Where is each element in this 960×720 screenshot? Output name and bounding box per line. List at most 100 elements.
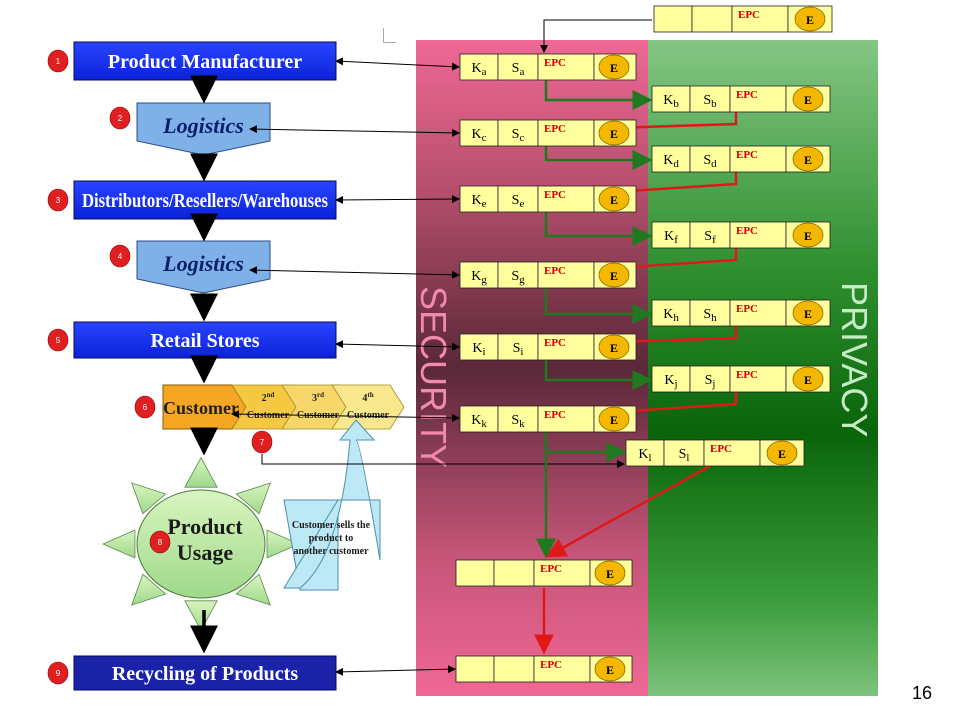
privacy-to-security-link-6 — [545, 464, 711, 558]
tag-state: Se — [512, 193, 525, 210]
placeholder-corner-mark — [383, 28, 396, 43]
step-number-badge-8: 8 — [149, 530, 171, 554]
stage-box-9: Recycling of Products — [73, 655, 337, 691]
tag-epc-cell — [533, 559, 591, 587]
tag-epc-cell — [729, 85, 787, 113]
step-badge-circle — [149, 530, 171, 554]
privacy-label: PRIVACY — [834, 282, 875, 437]
step-number: 1 — [56, 57, 61, 66]
stage-tag-link-3 — [335, 195, 460, 204]
tag-key-cell — [625, 439, 665, 467]
stage-tag-link-2 — [249, 125, 460, 137]
tag-epc-label: EPC — [736, 225, 758, 237]
customer-label: Customer — [163, 398, 239, 418]
customer-word: Customer — [247, 410, 290, 421]
tag-epc-label: EPC — [540, 659, 562, 671]
tag-key-cell — [459, 405, 499, 433]
tag-key: Kd — [663, 153, 679, 170]
tag-key-cell — [459, 119, 499, 147]
step-number: 3 — [56, 196, 61, 205]
tag-e-letter: E — [610, 127, 618, 141]
stage-box-5: Retail Stores — [73, 321, 337, 359]
tag-e-badge — [792, 86, 824, 112]
stage-logistics-2: Logistics — [136, 102, 271, 156]
step-badge-circle — [109, 244, 131, 268]
tag-e-badge — [792, 222, 824, 248]
tag-epc-label: EPC — [736, 369, 758, 381]
tag-key: Kg — [471, 269, 487, 286]
tag-key: Kc — [471, 127, 486, 144]
tag-epc-label: EPC — [736, 89, 758, 101]
product-usage-line-1: Product — [167, 514, 243, 539]
tag-e-letter: E — [778, 447, 786, 461]
tag-epc-cell — [537, 405, 595, 433]
product-usage-line-2: Usage — [177, 540, 233, 565]
privacy-origin-link — [540, 19, 652, 53]
stage-label: Retail Stores — [150, 330, 259, 352]
tag-state: Sf — [704, 229, 716, 246]
stage-tag-link-6 — [231, 410, 460, 422]
tag-state-cell — [689, 85, 731, 113]
tag-key: Kl — [638, 447, 651, 464]
tag-state: Sj — [705, 373, 716, 390]
step-number-badge-7: 7 — [251, 430, 273, 454]
sun-ray — [101, 529, 136, 559]
tag-epc-label: EPC — [736, 149, 758, 161]
tag-epc-label: EPC — [544, 189, 566, 201]
tag-state: Sd — [703, 153, 717, 170]
tag-epc-cell — [729, 299, 787, 327]
tag-e-letter: E — [610, 413, 618, 427]
tag-key-cell — [653, 5, 693, 33]
step-badge-circle — [134, 395, 156, 419]
tag-state: Si — [513, 341, 524, 358]
stage-logistics-4: Logistics — [136, 240, 271, 294]
tag-state-cell — [493, 655, 535, 683]
sun-ray — [235, 573, 271, 606]
step-number: 4 — [118, 252, 123, 261]
sun-ray — [131, 482, 167, 515]
tag-e-badge — [766, 440, 798, 466]
tag-e-badge — [598, 186, 630, 212]
tag-e-letter: E — [606, 567, 614, 581]
tag-key: Ki — [472, 341, 485, 358]
tag-state-cell — [497, 261, 539, 289]
security-to-privacy-link-1 — [544, 80, 653, 110]
tag-epc-label: EPC — [710, 443, 732, 455]
tag-key: Ke — [471, 193, 486, 210]
tag-state-cell — [497, 53, 539, 81]
tag-epc-label: EPC — [544, 337, 566, 349]
resale-note-line-3: another customer — [293, 546, 369, 557]
sun-ray — [266, 529, 301, 559]
tag-key-cell — [651, 145, 691, 173]
customer-ordinal: 3rd — [312, 391, 324, 404]
step-number-badge-4: 4 — [109, 244, 131, 268]
tag-state-cell — [493, 559, 535, 587]
resale-note-line-1: Customer sells the — [292, 520, 371, 531]
tag-e-letter: E — [804, 229, 812, 243]
tag-epc-label: EPC — [544, 123, 566, 135]
step-number: 6 — [143, 403, 148, 412]
tag-state-cell — [663, 439, 705, 467]
tag-e-badge — [792, 366, 824, 392]
tag-e-letter: E — [610, 193, 618, 207]
tag-epc-label: EPC — [544, 265, 566, 277]
step-number: 9 — [56, 669, 61, 678]
tag-epc-cell — [537, 261, 595, 289]
step-badge-circle — [47, 661, 69, 685]
stage-label: Product Manufacturer — [108, 51, 302, 73]
tag-state-cell — [689, 299, 731, 327]
step-number-badge-9: 9 — [47, 661, 69, 685]
step-number-badge-1: 1 — [47, 49, 69, 73]
